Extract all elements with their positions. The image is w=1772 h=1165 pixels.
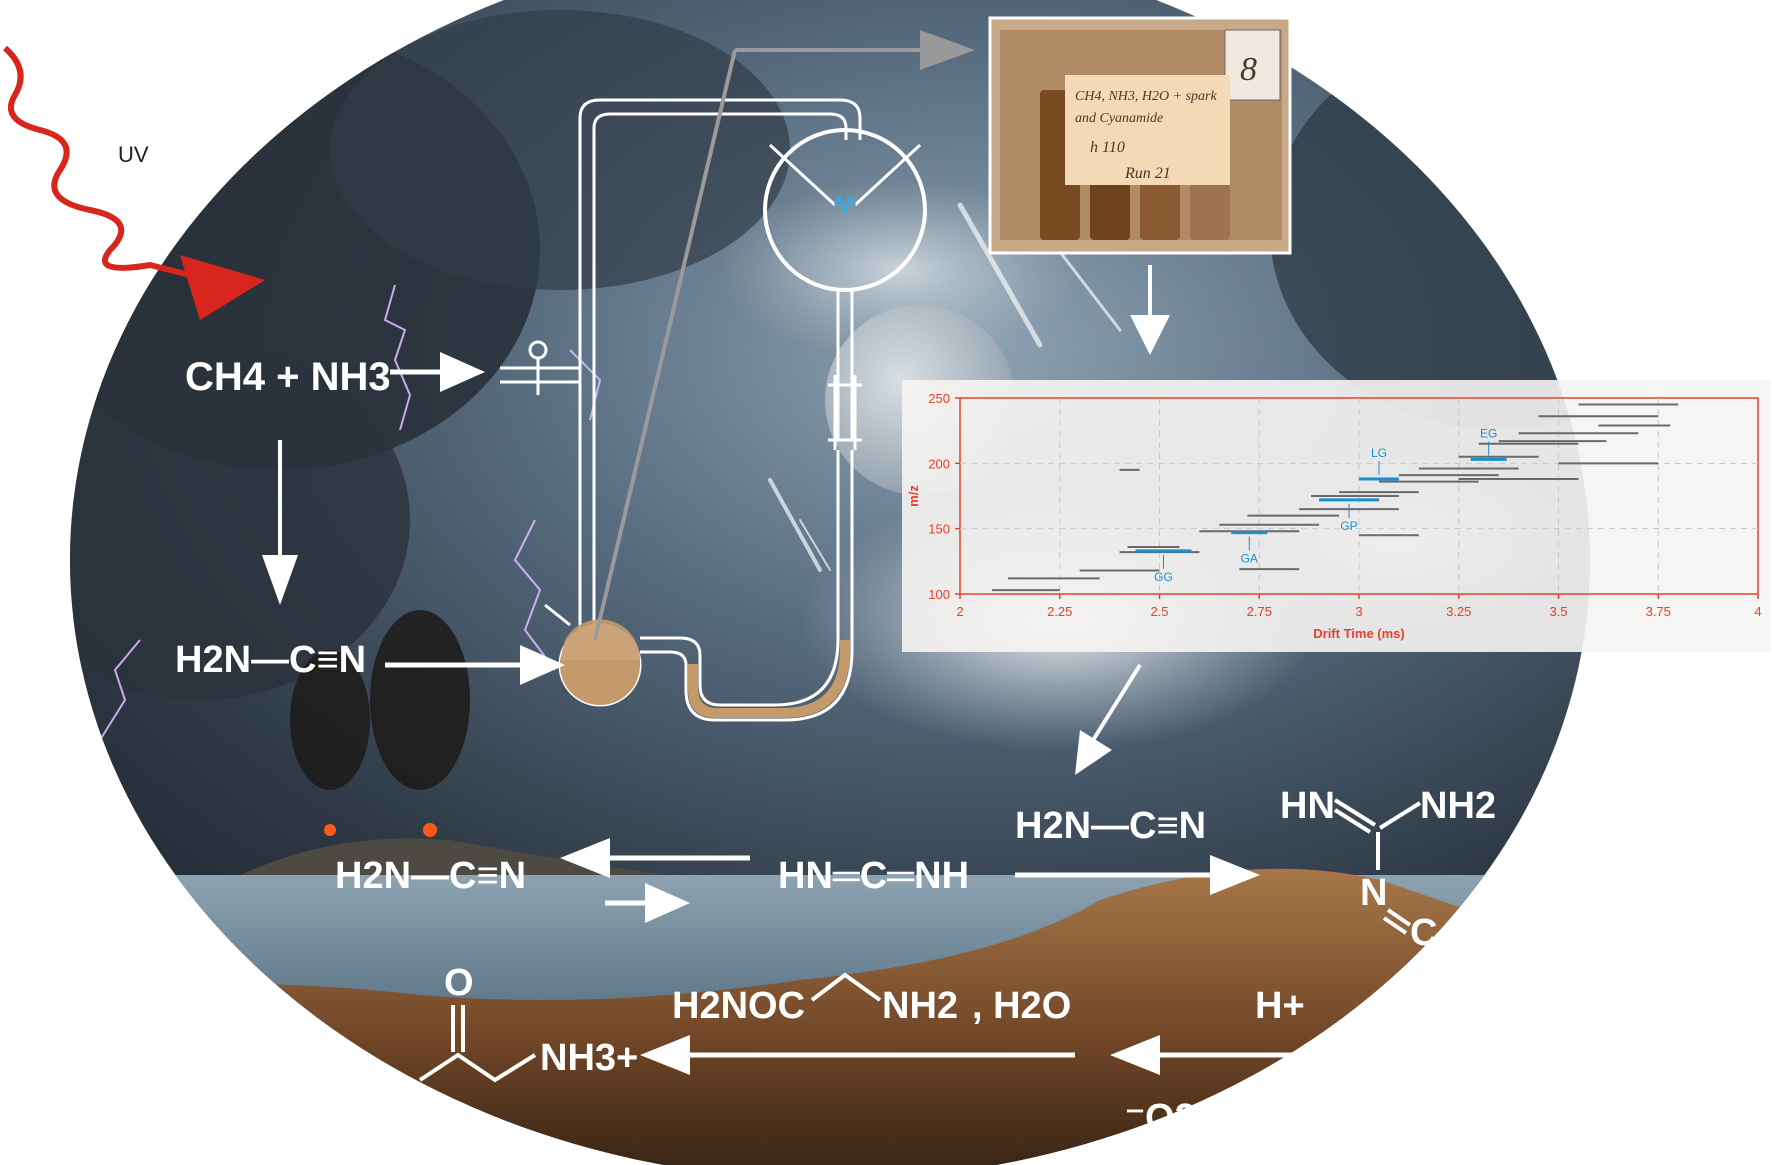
x-tick-label: 2.75	[1247, 604, 1272, 619]
u-tube-liquid	[688, 640, 850, 718]
arrow-to-flask	[520, 645, 565, 685]
x-tick-label: 4	[1754, 604, 1761, 619]
arrow-hydrolysis	[1110, 1035, 1160, 1075]
vial-number: 8	[1240, 51, 1257, 88]
x-tick-label: 2	[956, 604, 963, 619]
y-tick-label: 100	[928, 587, 950, 602]
glycinamide: H2NOC NH2 , H2O	[672, 972, 1071, 1027]
glycinamide-h2noc: H2NOC	[672, 985, 805, 1027]
reactants-formula: CH4 + NH3	[185, 355, 391, 399]
storm-cloud	[70, 340, 410, 700]
storm-cloud	[330, 10, 790, 290]
cyanamide-left: H2N—C≡N	[175, 639, 366, 681]
lava-glow	[324, 824, 336, 836]
arrow-to-carbodiimide	[645, 883, 690, 923]
h-plus: H+	[1255, 985, 1305, 1027]
spark-icon	[833, 194, 857, 217]
cyanamide-right: H2N—C≡N	[1015, 805, 1206, 847]
arrow-to-dicyandiamide	[1210, 855, 1260, 895]
vial-label-line1: CH4, NH3, H2O + spark	[1075, 89, 1217, 104]
vial-label	[1065, 75, 1230, 185]
y-tick-label: 200	[928, 456, 950, 471]
sample-arrow-line	[593, 49, 737, 641]
x-tick-label: 3.5	[1549, 604, 1567, 619]
dipeptide-n: N	[392, 1077, 419, 1119]
carbodiimide: HN═C═NH	[778, 855, 969, 897]
arrow-down-to-cyanamide	[262, 555, 298, 605]
dicyandiamide-nh: NH	[1470, 932, 1525, 974]
water: , H2O	[972, 985, 1071, 1027]
volcano-smoke	[290, 650, 370, 790]
dipeptide-o2c: ⁻O2C	[205, 1077, 303, 1119]
uv-arrowhead	[180, 255, 265, 320]
vial-tag	[1224, 29, 1281, 101]
x-tick-label: 3	[1355, 604, 1362, 619]
arrow-to-apparatus	[440, 352, 485, 392]
vial-label-line2: and Cyanamide	[1075, 111, 1163, 126]
dipeptide-o: O	[444, 962, 474, 1004]
cyanamide-low: H2N—C≡N	[335, 855, 526, 897]
dicyandiamide-hn: HN	[1280, 785, 1335, 827]
storm-cloud	[1270, 30, 1590, 430]
annotation-gp: GP	[1340, 519, 1357, 533]
ims-chart: 2 2.25 2.5 2.75 3 3.25 3.5 3.75 4 100 150 200 250Dri…	[906, 391, 1762, 641]
y-tick-label: 150	[928, 522, 950, 537]
dicyandiamide-c: C	[1410, 912, 1437, 954]
annotation-ga: GA	[1241, 552, 1258, 566]
glycine: ⁻O2C NH3+	[1125, 1082, 1418, 1139]
glycinamide-nh2: NH2	[882, 985, 958, 1027]
glycine-nh3: NH3+	[1320, 1097, 1418, 1139]
x-tick-label: 2.25	[1047, 604, 1072, 619]
reactants: CH4 + NH3	[185, 355, 391, 399]
y-axis-label: m/z	[906, 485, 921, 507]
glycylglycine: ⁻O2C N H O NH3+	[205, 962, 638, 1161]
ims-chart-panel: 2 2.25 2.5 2.75 3 3.25 3.5 3.75 4 100 150 200 250Dri…	[902, 380, 1770, 652]
boiling-flask-liquid	[560, 660, 640, 705]
lava-glow	[423, 823, 437, 837]
annotation-lg: LG	[1371, 446, 1387, 460]
x-axis-label: Drift Time (ms)	[1313, 626, 1405, 641]
uv-label: UV	[118, 142, 149, 167]
condenser	[828, 375, 862, 450]
dicyandiamide-n: N	[1360, 872, 1387, 914]
dipeptide-h: H	[395, 1119, 422, 1161]
arrow-to-cyanamide	[560, 838, 610, 878]
annotation-eg: EG	[1480, 426, 1497, 440]
glycine-o2c: ⁻O2C	[1125, 1097, 1223, 1139]
vial-label-line3: h 110	[1090, 139, 1125, 156]
x-tick-label: 2.5	[1150, 604, 1168, 619]
uv-wave	[2, 45, 191, 278]
island	[230, 838, 700, 880]
x-tick-label: 3.25	[1446, 604, 1471, 619]
vial-photo: 8 CH4, NH3, H2O + spark and Cyanamide h …	[988, 16, 1292, 255]
down-arrow-from-chart	[1075, 730, 1112, 775]
annotation-gg: GG	[1154, 570, 1173, 584]
vial-label-line4: Run 21	[1124, 165, 1171, 182]
sample-arrowhead	[920, 30, 975, 70]
y-tick-label: 250	[928, 391, 950, 406]
dicyandiamide: HN NH2 N C NH	[1280, 785, 1525, 974]
volcano-smoke	[370, 610, 470, 790]
arrow-to-dipeptide	[640, 1035, 690, 1075]
down-arrow-to-chart	[1130, 315, 1170, 355]
spark-flask	[763, 128, 927, 292]
x-tick-label: 3.75	[1646, 604, 1671, 619]
dipeptide-nh3: NH3+	[540, 1037, 638, 1079]
dicyandiamide-nh2: NH2	[1420, 785, 1496, 827]
